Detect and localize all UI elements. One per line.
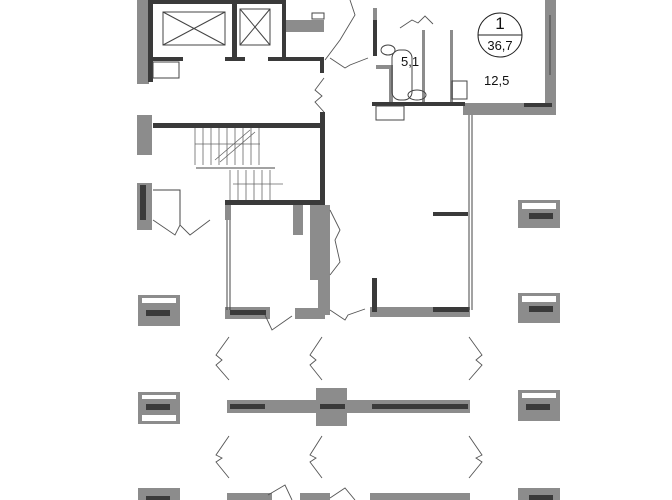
stair-treads — [194, 128, 283, 200]
thin-lines — [152, 8, 551, 310]
dark-walls — [140, 0, 552, 409]
apartment-total-area: 36,7 — [487, 38, 513, 53]
room-area: 12,5 — [484, 73, 510, 88]
gray-walls — [137, 0, 556, 500]
door-swings — [152, 0, 483, 500]
apartment-badge — [477, 12, 523, 58]
apartment-number: 1 — [495, 14, 505, 33]
bathroom-area: 5,1 — [401, 54, 420, 69]
window-units — [138, 200, 560, 500]
